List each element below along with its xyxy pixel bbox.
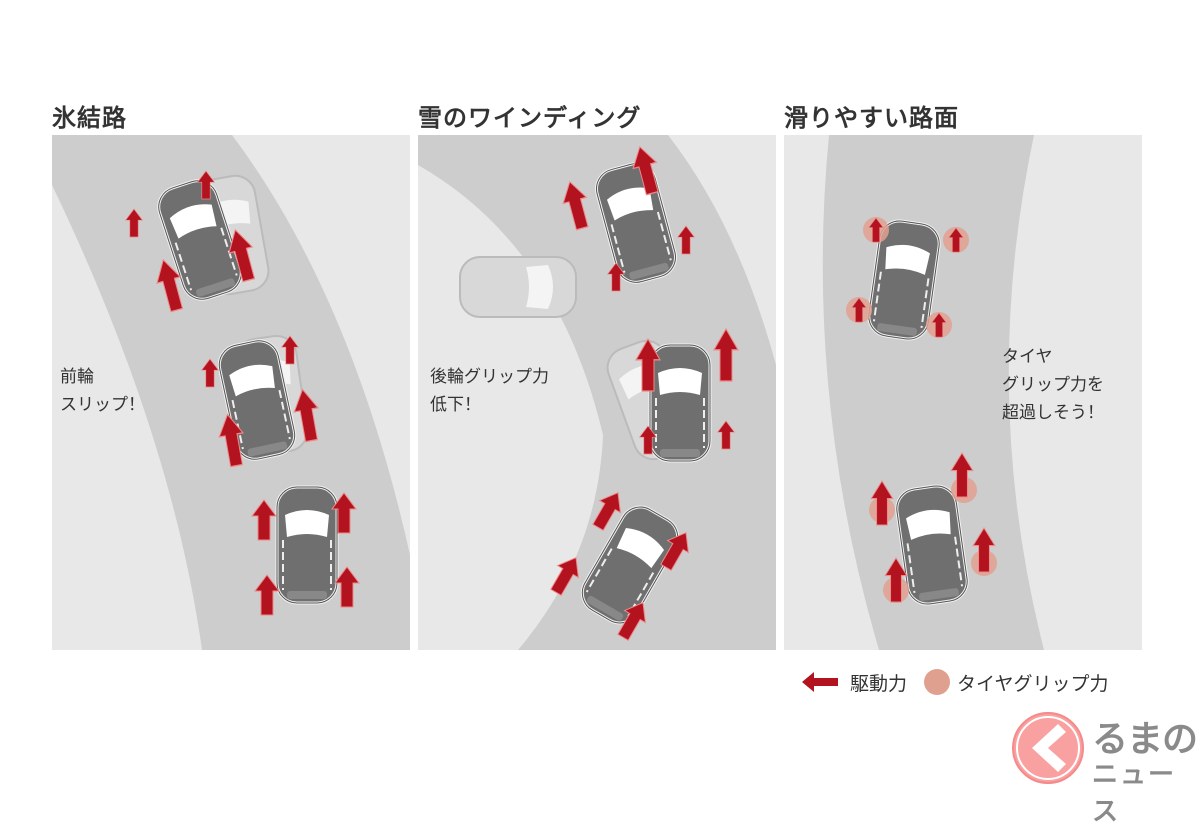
note-line: タイヤ bbox=[1002, 347, 1053, 367]
logo-text-line2: ニュース bbox=[1092, 760, 1177, 827]
car bbox=[275, 485, 339, 605]
snowy-winding-illustration bbox=[418, 135, 776, 650]
note-line: スリップ！ bbox=[60, 395, 145, 415]
panel-title-snowy-winding: 雪のワインディング bbox=[418, 104, 642, 132]
note-line: 超過しそう！ bbox=[1002, 403, 1104, 423]
legend: 駆動力 タイヤグリップ力 bbox=[800, 668, 1124, 696]
note-line: 前輪 bbox=[60, 367, 94, 387]
legend-item-tire-grip: タイヤグリップ力 bbox=[923, 668, 1108, 696]
logo-text-line1: るまの bbox=[1092, 719, 1198, 760]
icy-road-illustration bbox=[52, 135, 410, 650]
legend-label: タイヤグリップ力 bbox=[957, 672, 1109, 695]
note-line: グリップ力を bbox=[1002, 375, 1104, 395]
slippery-surface-illustration bbox=[822, 135, 1044, 650]
note-line: 低下！ bbox=[430, 395, 481, 415]
legend-label: 駆動力 bbox=[850, 672, 908, 695]
tire-grip-circle-icon bbox=[924, 669, 951, 695]
panel-snowy-winding: 後輪グリップ力 低下！ bbox=[418, 135, 776, 650]
note-line: 後輪グリップ力 bbox=[430, 367, 549, 387]
panel-title-slippery-surface: 滑りやすい路面 bbox=[784, 104, 959, 132]
panel-note: 前輪 スリップ！ bbox=[60, 363, 145, 419]
panel-note: 後輪グリップ力 低下！ bbox=[430, 363, 549, 419]
drive-force-arrow-icon bbox=[802, 672, 838, 692]
panel-note: タイヤ グリップ力を 超過しそう！ bbox=[1002, 343, 1104, 427]
panel-icy-road: 前輪 スリップ！ bbox=[52, 135, 410, 650]
legend-item-drive-force: 駆動力 bbox=[800, 669, 907, 696]
car-ghost bbox=[459, 256, 577, 318]
panel-slippery-surface: タイヤ グリップ力を 超過しそう！ bbox=[784, 135, 1142, 650]
kuruma-news-logo: るまの ニュース bbox=[1010, 708, 1200, 827]
road-band bbox=[418, 135, 776, 650]
logo-ku-mark-icon bbox=[1012, 712, 1084, 784]
car bbox=[648, 343, 712, 463]
panel-title-icy-road: 氷結路 bbox=[52, 104, 127, 132]
